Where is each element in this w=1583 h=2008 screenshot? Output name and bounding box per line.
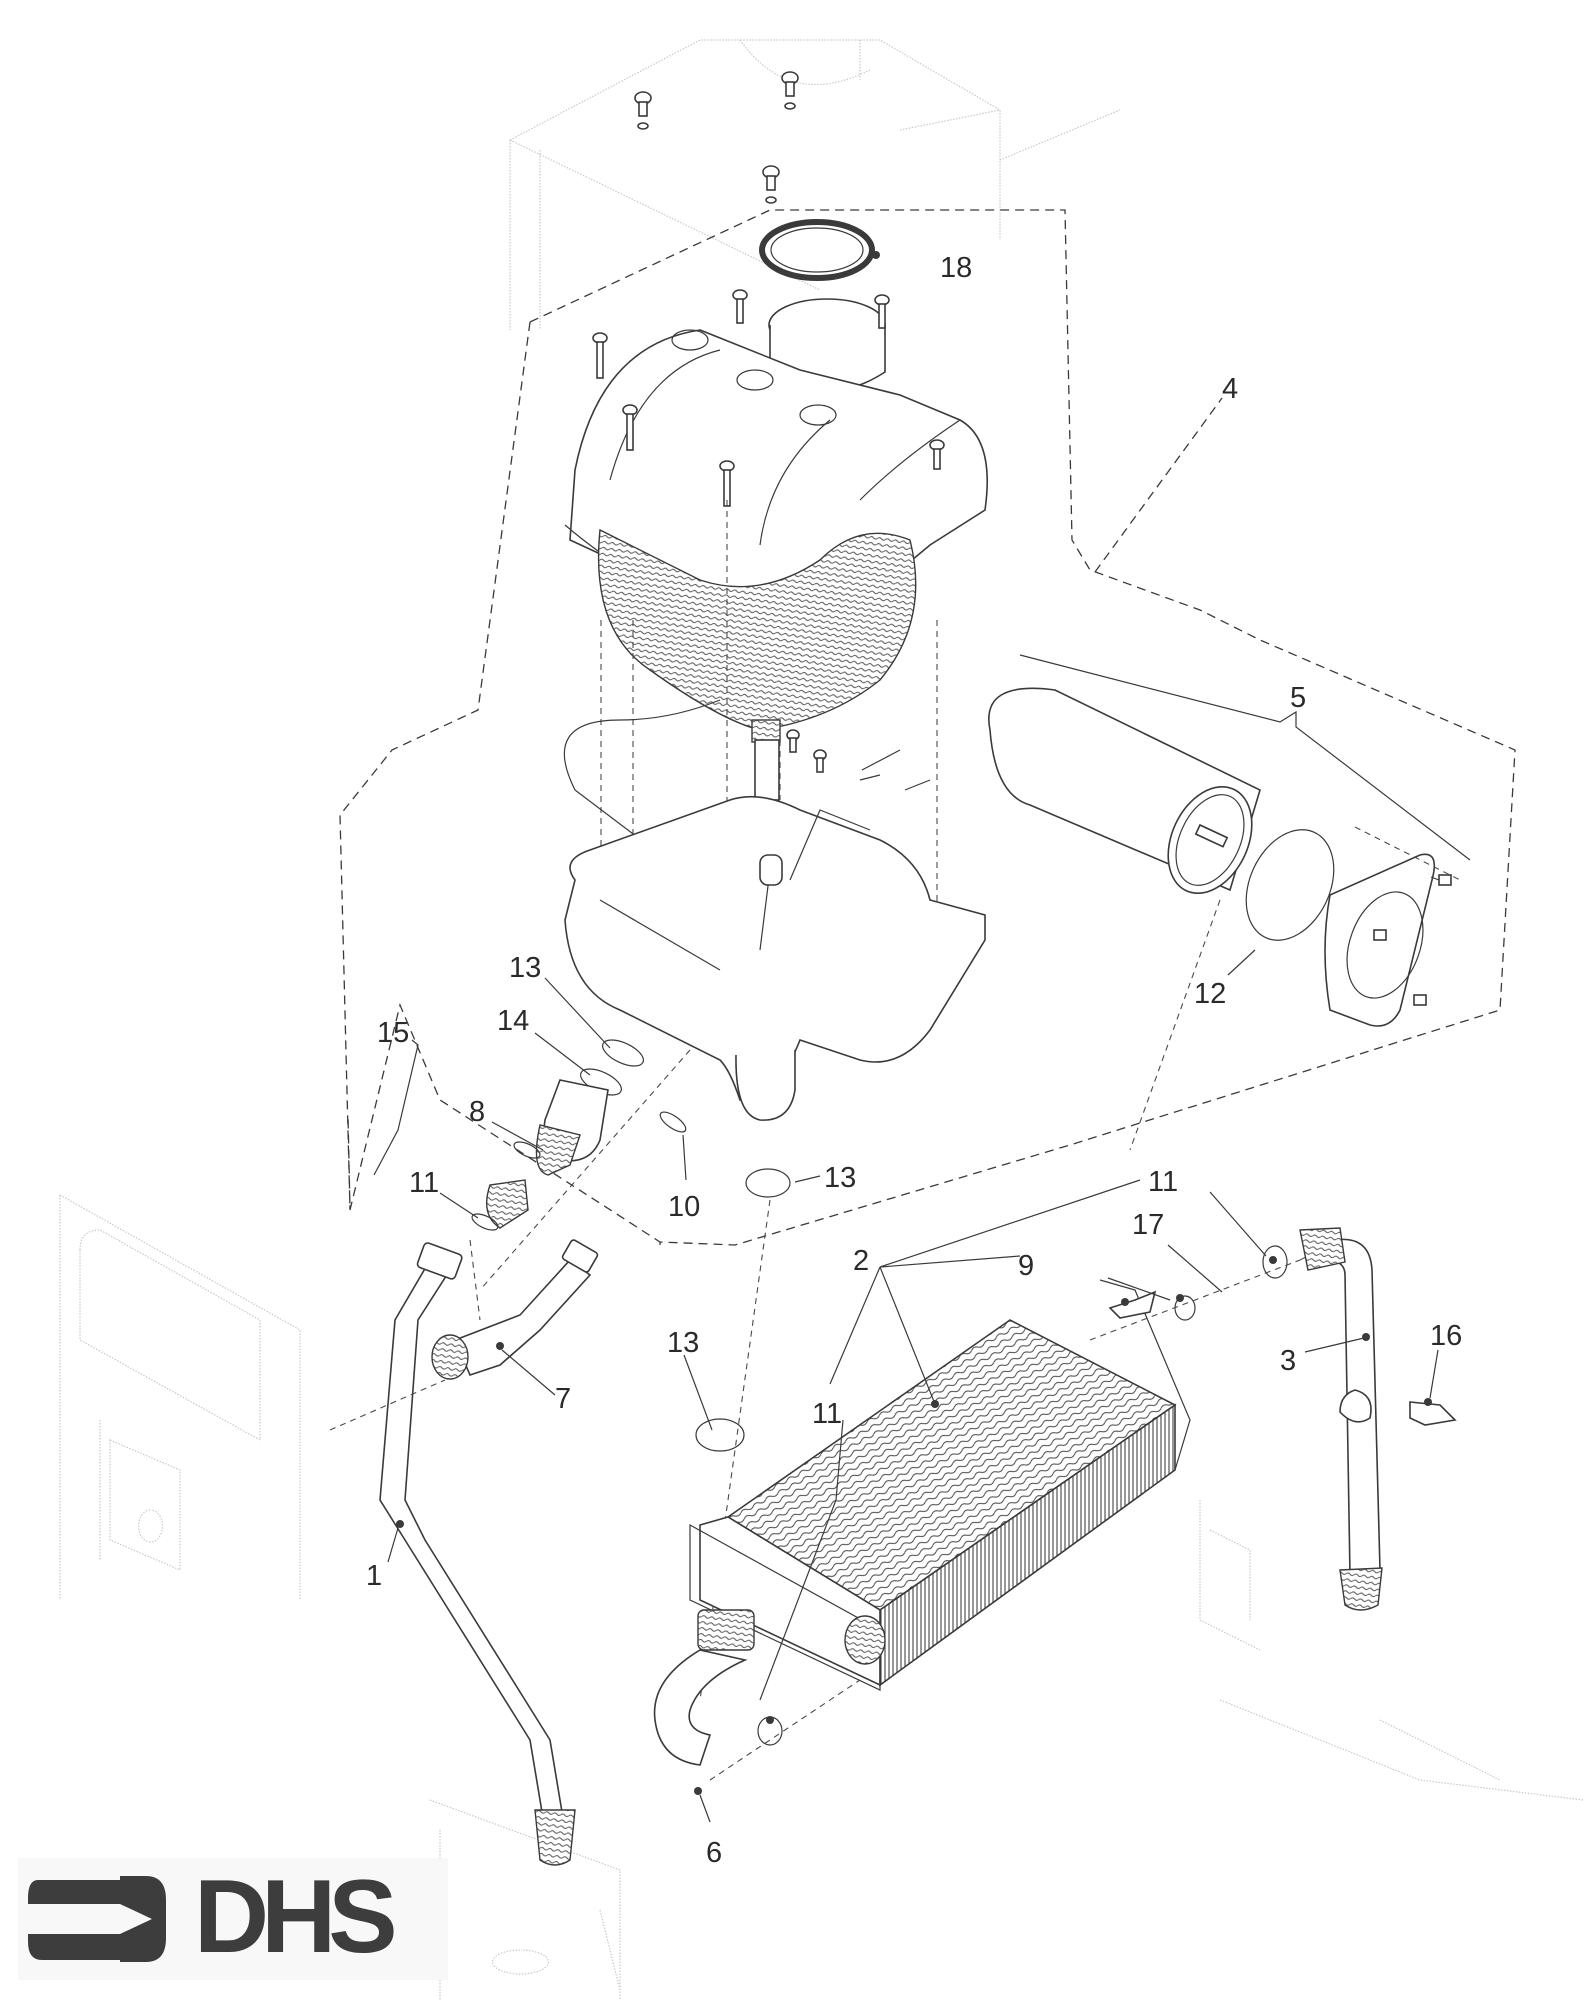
callout-11-lower: 11 — [812, 1398, 842, 1430]
leader-4 — [1094, 397, 1223, 573]
elbow-axis — [709, 1679, 861, 1781]
burner-door-plate — [1324, 853, 1452, 1027]
callout-7: 7 — [555, 1383, 571, 1415]
combustion-base-tray — [563, 699, 986, 1121]
fittings-right — [1108, 1245, 1288, 1321]
callout-13-lower: 13 — [667, 1327, 699, 1359]
leaders-2 — [759, 1179, 1141, 1701]
screws-hood — [592, 289, 945, 507]
callout-2: 2 — [853, 1245, 869, 1277]
callout-8: 8 — [469, 1096, 485, 1128]
leaders-pipes — [387, 1349, 556, 1563]
leader-12 — [1227, 949, 1256, 976]
leader-5 — [1019, 654, 1471, 861]
brand-logo: DHS — [18, 1858, 448, 1980]
callout-13-upper: 13 — [509, 952, 541, 984]
callout-12: 12 — [1194, 978, 1226, 1010]
seal-ring-18 — [759, 219, 880, 281]
condensate-trap — [471, 1039, 791, 1231]
pipe-connector-7 — [431, 1239, 599, 1380]
callout-15: 15 — [377, 1017, 409, 1049]
leaders-fittings — [1107, 1191, 1267, 1301]
callout-4: 4 — [1222, 373, 1238, 405]
arrow-bracket-icon — [28, 1876, 166, 1962]
screws-base — [786, 729, 827, 773]
callout-5: 5 — [1290, 682, 1306, 714]
pipe-axis — [329, 1239, 481, 1431]
leaders-bottom — [683, 1354, 713, 1823]
brand-wordmark: DHS — [194, 1859, 398, 1975]
callout-14: 14 — [497, 1005, 529, 1037]
assembly-group-outline — [339, 209, 1516, 1246]
burner-axis — [1129, 826, 1461, 1151]
callout-16: 16 — [1430, 1320, 1462, 1352]
callout-17: 17 — [1132, 1209, 1164, 1241]
burner-assembly — [988, 687, 1261, 895]
callout-1: 1 — [366, 1560, 382, 1592]
callout-10: 10 — [668, 1191, 700, 1223]
burner-gasket-12 — [1245, 829, 1335, 941]
flow-pipe-3 — [1299, 1227, 1457, 1611]
callout-18: 18 — [940, 252, 972, 284]
fitting-axis — [1089, 1249, 1321, 1341]
callout-3: 3 — [1280, 1345, 1296, 1377]
return-pipe-1 — [379, 1242, 576, 1866]
elbow-pipe-6 — [653, 1418, 783, 1795]
leaders-trap — [373, 977, 821, 1219]
callout-11-right: 11 — [1148, 1166, 1178, 1198]
heat-exchanger-coil — [597, 528, 917, 801]
callout-9: 9 — [1018, 1250, 1034, 1282]
callout-11-left: 11 — [409, 1167, 439, 1199]
leaders-3-16 — [1304, 1337, 1439, 1399]
heat-exchanger-2 — [689, 1279, 1191, 1691]
callout-labels: 18 4 5 12 13 14 15 8 11 10 13 11 17 2 9 … — [366, 252, 1462, 1869]
callout-6: 6 — [706, 1837, 722, 1869]
screws-top — [634, 71, 799, 204]
callout-13-mid: 13 — [824, 1162, 856, 1194]
